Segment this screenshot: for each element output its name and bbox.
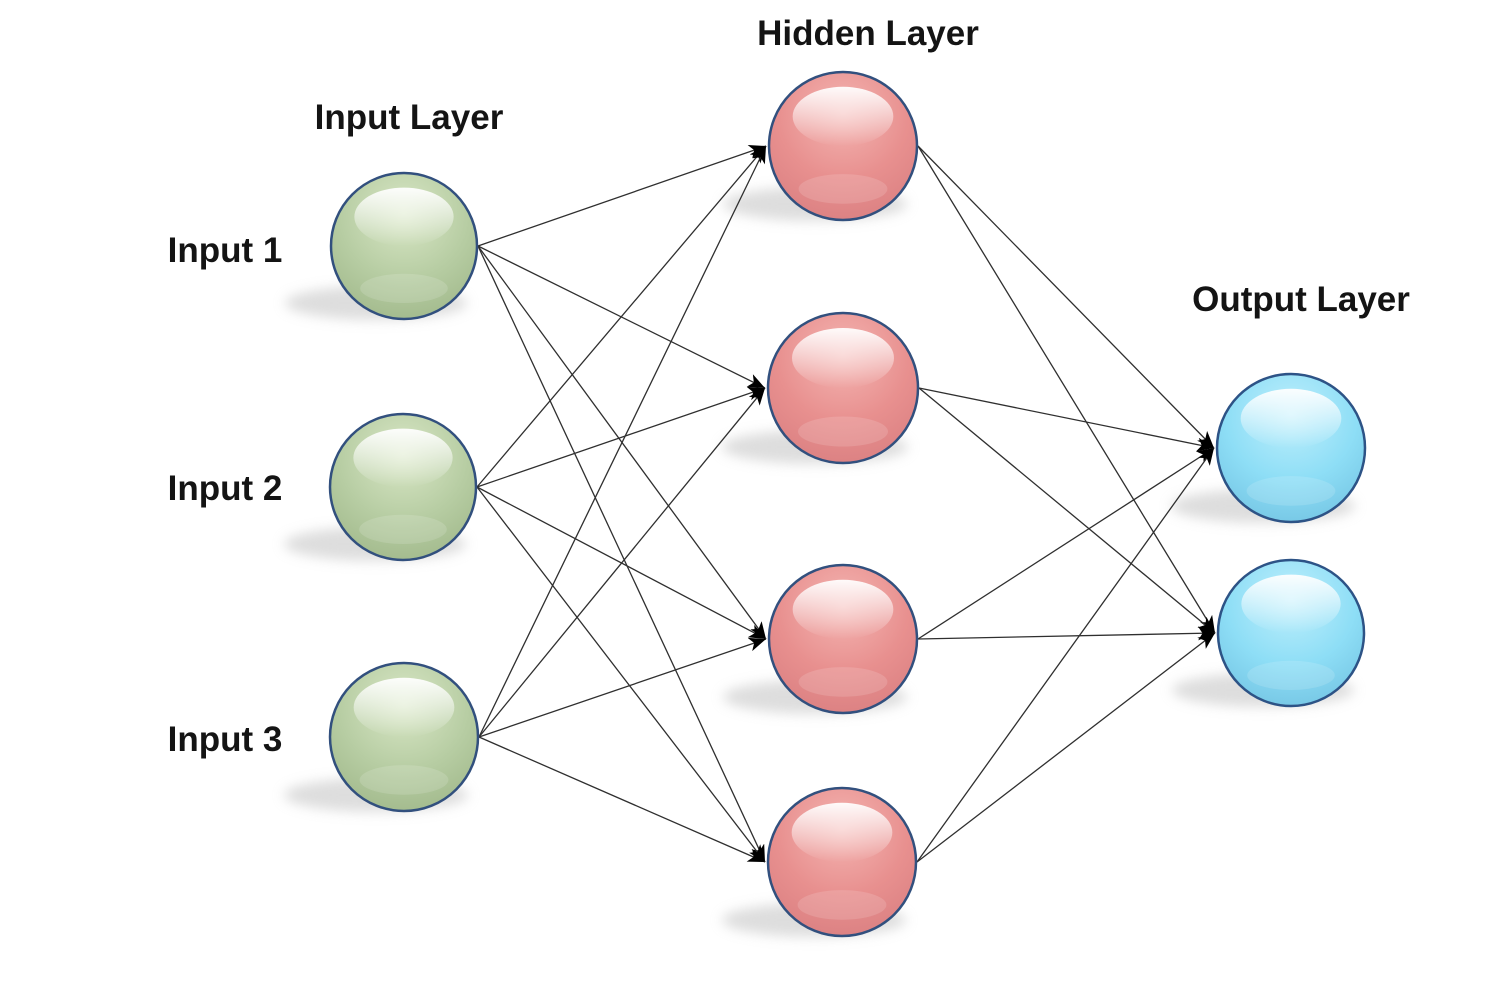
input-3-label: Input 3 — [168, 720, 283, 759]
edge-hidden-3-to-output-2 — [917, 626, 1216, 641]
output-layer-title: Output Layer — [1192, 280, 1410, 319]
edge-input-3-to-hidden-3 — [478, 637, 767, 738]
node-hidden-1 — [767, 70, 919, 222]
node-output-1 — [1215, 372, 1367, 524]
labels: Input Layer Hidden Layer Output Layer In… — [168, 14, 1411, 759]
edge-input-3-to-hidden-4 — [478, 736, 766, 863]
edge-input-1-to-hidden-1 — [477, 144, 767, 247]
input-1-label: Input 1 — [168, 231, 283, 270]
edge-hidden-3-to-output-1 — [917, 447, 1215, 640]
edge-input-2-to-hidden-1 — [476, 145, 767, 488]
edge-input-3-to-hidden-1 — [478, 145, 767, 738]
node-output-2 — [1216, 558, 1366, 708]
nodes — [328, 70, 1367, 938]
edge-hidden-2-to-output-1 — [918, 387, 1215, 452]
hidden-layer-title: Hidden Layer — [757, 14, 979, 53]
edge-input-3-to-hidden-2 — [478, 387, 766, 738]
edge-hidden-2-to-output-2 — [918, 387, 1216, 634]
input-2-label: Input 2 — [168, 469, 283, 508]
node-hidden-2 — [766, 311, 920, 465]
node-hidden-4 — [766, 786, 918, 938]
edge-input-2-to-hidden-2 — [476, 386, 766, 488]
node-input-3 — [328, 661, 480, 813]
node-input-1 — [329, 171, 479, 321]
edge-hidden-4-to-output-1 — [916, 447, 1215, 863]
edge-hidden-1-to-output-2 — [917, 145, 1216, 634]
edge-input-2-to-hidden-4 — [476, 486, 766, 863]
connection-lines — [476, 144, 1216, 863]
edge-hidden-1-to-output-1 — [917, 145, 1215, 449]
input-layer-title: Input Layer — [315, 98, 504, 137]
edge-hidden-4-to-output-2 — [916, 632, 1216, 863]
edge-input-1-to-hidden-4 — [477, 245, 766, 863]
node-input-2 — [328, 412, 478, 562]
node-hidden-3 — [767, 563, 919, 715]
